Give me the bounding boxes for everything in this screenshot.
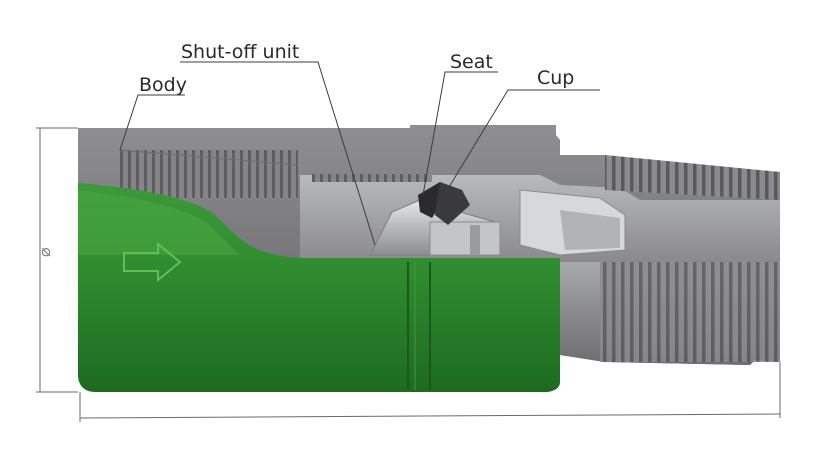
dimension-diameter-symbol: ⌀ bbox=[35, 247, 54, 257]
flow-arrow-icon bbox=[123, 241, 182, 283]
leader-body bbox=[119, 94, 185, 151]
green-sleeve-highlight bbox=[78, 190, 240, 255]
pin-threads bbox=[605, 155, 780, 200]
label-shutoff-unit: Shut-off unit bbox=[181, 41, 299, 63]
label-cup: Cup bbox=[537, 67, 574, 89]
shutoff-ring bbox=[470, 225, 480, 255]
leader-shutoff bbox=[180, 61, 376, 246]
pin-lower-threads bbox=[600, 262, 780, 362]
body-left-threads-edge bbox=[119, 149, 299, 166]
shutoff-stem bbox=[429, 221, 501, 256]
seat-threads bbox=[312, 174, 432, 182]
dim-horizontal-line bbox=[79, 413, 781, 419]
cup bbox=[435, 182, 470, 225]
label-body: Body bbox=[139, 74, 187, 96]
leader-seat bbox=[422, 71, 498, 196]
label-seat: Seat bbox=[450, 51, 493, 73]
leader-cup bbox=[445, 89, 600, 193]
port-insert-shade bbox=[560, 210, 620, 250]
